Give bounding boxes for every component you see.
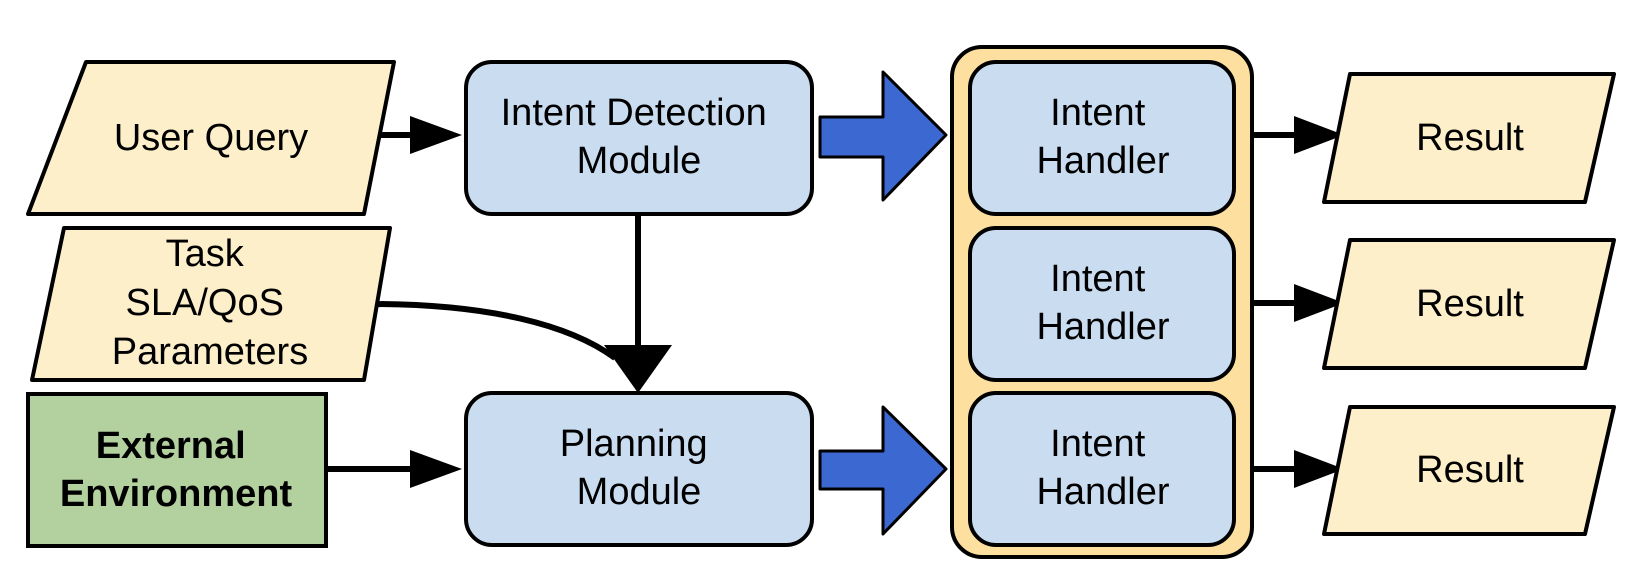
svg-text:Task SLA/QoS Param: Task SLA/QoS Parameters [112,233,308,373]
handler-3-line-1: Intent [1050,423,1146,465]
handler-3-line-2: Handler [1036,471,1169,513]
intent-detection-module: Intent Detection Module [464,60,814,216]
result-1: Result [1322,72,1616,204]
task-params-input: Task SLA/QoS Parameters [30,226,392,382]
result-2: Result [1322,238,1616,370]
result-3-label: Result [1416,449,1524,491]
intent-detection-line-1: Intent Detection [501,92,767,134]
arrowhead-query [410,116,462,154]
svg-text:Result: Result [1416,117,1524,159]
svg-text:Planning Module: Planning Module [560,423,718,513]
handler-1-line-2: Handler [1036,140,1169,182]
arrowhead-to-planning [604,345,672,393]
svg-text:Intent Handler: Intent Handler [1036,423,1169,513]
external-environment-line-2: Environment [60,473,293,515]
planning-line-2: Module [577,471,702,513]
block-arrow-planning-to-handlers [818,405,948,536]
intent-handler-1: Intent Handler [968,60,1236,216]
arrowhead-result2 [1294,284,1344,322]
svg-text:Intent Handler: Intent Handler [1036,258,1169,348]
handler-1-line-1: Intent [1050,92,1146,134]
svg-text:Result: Result [1416,283,1524,325]
result-3: Result [1322,405,1616,536]
external-environment-line-1: External [96,425,246,467]
planning-module: Planning Module [464,391,814,547]
arrowhead-environment [410,450,462,488]
intent-handler-3: Intent Handler [968,391,1236,547]
arrowhead-result3 [1294,450,1344,488]
task-params-line-2: SLA/QoS [126,282,284,324]
arrow-params-to-planning [369,301,617,361]
task-params-line-3: Parameters [112,331,308,373]
handler-2-line-2: Handler [1036,306,1169,348]
block-arrow-intent-to-handlers [818,70,948,202]
svg-text:Intent Handler: Intent Handler [1036,92,1169,182]
svg-text:Intent Detection Module: Intent Detection Module [501,92,778,182]
task-params-line-1: Task [166,233,245,275]
intent-detection-line-2: Module [577,140,702,182]
handler-2-line-1: Intent [1050,258,1146,300]
arrowhead-result1 [1294,116,1344,154]
svg-text:External Environment: External Environment [60,425,293,515]
user-query-input: User Query [26,60,396,216]
svg-text:User Query: User Query [114,117,308,159]
svg-text:Result: Result [1416,449,1524,491]
intent-handler-2: Intent Handler [968,226,1236,382]
planning-line-1: Planning [560,423,708,465]
result-2-label: Result [1416,283,1524,325]
result-1-label: Result [1416,117,1524,159]
user-query-label: User Query [114,117,308,159]
external-environment: External Environment [26,392,328,548]
